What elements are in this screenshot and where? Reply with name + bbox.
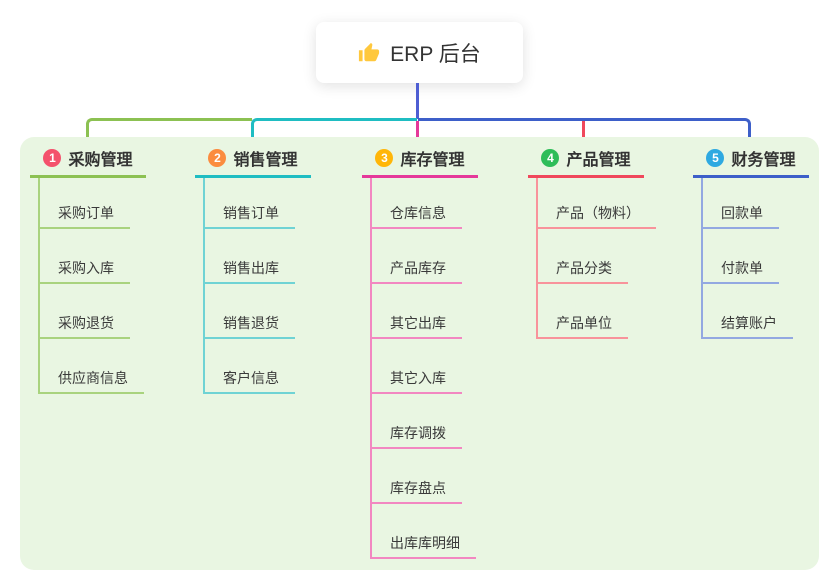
branch-number-badge: 1 — [43, 149, 62, 167]
branch-children: 采购订单采购入库采购退货供应商信息 — [38, 178, 144, 394]
child-node[interactable]: 产品库存 — [372, 229, 462, 284]
branch-node-2[interactable]: 2 销售管理 — [195, 147, 311, 178]
branch-column-2: 2 销售管理 销售订单销售出库销售退货客户信息 — [195, 147, 311, 394]
child-node[interactable]: 销售出库 — [205, 229, 295, 284]
connector-branch-1 — [86, 118, 252, 148]
branch-label: 库存管理 — [400, 152, 465, 169]
branch-label: 销售管理 — [233, 152, 298, 169]
group-panel: 1 采购管理 采购订单采购入库采购退货供应商信息 2 销售管理 销售订单销售出库… — [20, 137, 819, 570]
branch-number-badge: 2 — [208, 149, 227, 167]
branch-number-badge: 5 — [706, 149, 725, 167]
root-title: ERP 后台 — [390, 42, 481, 66]
branch-children: 产品（物料）产品分类产品单位 — [536, 178, 656, 339]
thumbs-up-icon — [358, 42, 380, 64]
branch-label: 产品管理 — [566, 152, 631, 169]
branch-children: 回款单付款单结算账户 — [701, 178, 793, 339]
child-node[interactable]: 产品单位 — [538, 284, 628, 339]
child-node[interactable]: 库存盘点 — [372, 449, 462, 504]
connector-branch-4 — [582, 121, 585, 148]
child-node[interactable]: 采购退货 — [40, 284, 130, 339]
child-node[interactable]: 结算账户 — [703, 284, 793, 339]
child-node[interactable]: 付款单 — [703, 229, 779, 284]
branch-node-1[interactable]: 1 采购管理 — [30, 147, 146, 178]
branch-number-badge: 4 — [541, 149, 560, 167]
root-connector-line — [416, 83, 419, 119]
connector-branch-3 — [416, 121, 419, 148]
child-node[interactable]: 产品分类 — [538, 229, 628, 284]
child-node[interactable]: 采购订单 — [40, 178, 130, 229]
branch-column-3: 3 库存管理 仓库信息产品库存其它出库其它入库库存调拨库存盘点出库库明细 — [362, 147, 478, 559]
branch-column-1: 1 采购管理 采购订单采购入库采购退货供应商信息 — [30, 147, 146, 394]
branch-node-4[interactable]: 4 产品管理 — [528, 147, 644, 178]
child-node[interactable]: 销售订单 — [205, 178, 295, 229]
child-node[interactable]: 产品（物料） — [538, 178, 656, 229]
child-node[interactable]: 其它出库 — [372, 284, 462, 339]
connector-branch-2 — [251, 118, 417, 148]
branch-node-3[interactable]: 3 库存管理 — [362, 147, 478, 178]
child-node[interactable]: 回款单 — [703, 178, 779, 229]
branch-column-5: 5 财务管理 回款单付款单结算账户 — [693, 147, 809, 339]
branch-label: 财务管理 — [731, 152, 796, 169]
branch-column-4: 4 产品管理 产品（物料）产品分类产品单位 — [528, 147, 656, 339]
child-node[interactable]: 客户信息 — [205, 339, 295, 394]
child-node[interactable]: 采购入库 — [40, 229, 130, 284]
connector-branch-5 — [418, 118, 751, 148]
branch-number-badge: 3 — [375, 149, 394, 167]
root-node[interactable]: ERP 后台 — [316, 22, 523, 83]
branch-children: 销售订单销售出库销售退货客户信息 — [203, 178, 295, 394]
branch-node-5[interactable]: 5 财务管理 — [693, 147, 809, 178]
child-node[interactable]: 出库库明细 — [372, 504, 476, 559]
child-node[interactable]: 供应商信息 — [40, 339, 144, 394]
child-node[interactable]: 库存调拨 — [372, 394, 462, 449]
branch-label: 采购管理 — [68, 152, 133, 169]
child-node[interactable]: 仓库信息 — [372, 178, 462, 229]
child-node[interactable]: 其它入库 — [372, 339, 462, 394]
child-node[interactable]: 销售退货 — [205, 284, 295, 339]
branch-children: 仓库信息产品库存其它出库其它入库库存调拨库存盘点出库库明细 — [370, 178, 476, 559]
